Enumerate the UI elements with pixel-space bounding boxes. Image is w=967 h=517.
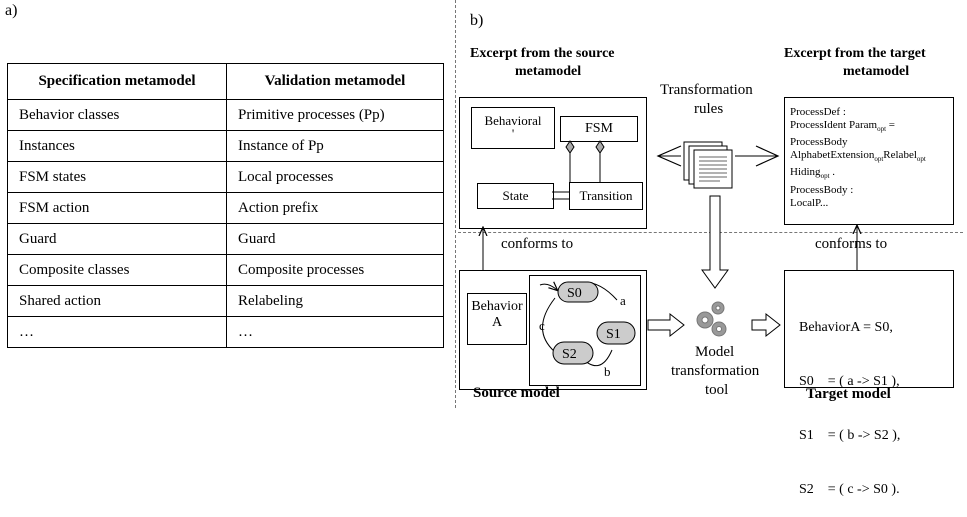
header-spec: Specification metamodel <box>7 63 227 100</box>
behavior-box: Behavior A <box>467 293 527 345</box>
behavior-label-2: A <box>491 315 503 330</box>
state-s0 <box>557 281 599 303</box>
source-meta-title-2: metamodel <box>515 64 582 79</box>
grammar-line: ProcessBody : <box>790 183 854 196</box>
table-cell: … <box>7 316 227 348</box>
uml-behavioral-label: Behavioral <box>484 113 542 128</box>
target-model-caption: Target model <box>806 386 891 402</box>
table-cell: Action prefix <box>226 192 444 224</box>
code-line: S0 = ( a -> S1 ), <box>799 374 900 389</box>
code-line: BehaviorA = S0, <box>799 320 893 335</box>
tool-label-1: Model <box>695 344 735 360</box>
table-cell: Relabeling <box>226 285 444 317</box>
aggregation-diamond <box>565 140 575 154</box>
table-cell: Composite processes <box>226 254 444 286</box>
rules-label-2: rules <box>694 101 724 117</box>
code-line: S1 = ( b -> S2 ), <box>799 428 901 443</box>
arrow-tool-to-target <box>751 312 781 338</box>
grammar-line: ProcessDef : <box>790 106 846 118</box>
grammar-line: ProcessIdent Paramopt = <box>790 119 895 134</box>
state-s1-label: S1 <box>606 327 621 342</box>
source-model-caption: Source model <box>473 385 560 401</box>
table-cell: FSM states <box>7 161 227 193</box>
table-cell: Guard <box>7 223 227 255</box>
state-s1 <box>596 321 636 345</box>
table-cell: Guard <box>226 223 444 255</box>
diagram-graphics: S0 S1 S2 a b c <box>0 140 967 379</box>
behavior-label-1: Behavior <box>471 299 523 314</box>
panel-divider <box>455 0 456 408</box>
initial-transition <box>539 284 557 290</box>
header-valid: Validation metamodel <box>226 63 444 100</box>
table-cell: Local processes <box>226 161 444 193</box>
transition-a-label: a <box>620 293 626 308</box>
rules-document-icon <box>683 141 733 189</box>
fsm-diagram: S0 S1 S2 a b c <box>539 281 636 379</box>
table-cell: … <box>226 316 444 348</box>
table-cell: Primitive processes (Pp) <box>226 99 444 131</box>
target-metamodel-box: ProcessDef : ProcessIdent Paramopt = Pro… <box>784 97 954 225</box>
uml-class-state: State <box>477 183 554 209</box>
grammar-line: AlphabetExtensionoptRelabelopt <box>790 149 926 164</box>
conforms-right: conforms to <box>815 236 888 252</box>
code-line: S2 = ( c -> S0 ). <box>799 482 900 497</box>
grammar-line: ProcessBody <box>790 136 848 149</box>
transition-c-edge <box>542 297 556 353</box>
panel-b-label: b) <box>470 12 484 29</box>
arrow-rules-to-tool <box>701 195 729 289</box>
state-s0-label: S0 <box>567 286 582 301</box>
table-header-row: Specification metamodel Validation metam… <box>7 63 444 100</box>
gears-icon <box>696 301 727 337</box>
mapping-table: Specification metamodel Validation metam… <box>7 63 444 348</box>
panel-a-label: a) <box>5 2 18 19</box>
table-row: …… <box>7 316 444 348</box>
uml-behavioral-tail: ' <box>511 126 515 141</box>
arrow-source-to-tool <box>647 312 685 338</box>
uml-class-fsm: FSM <box>560 116 638 142</box>
transition-c-label: c <box>539 318 545 333</box>
source-meta-title-1: Excerpt from the source <box>470 46 615 61</box>
uml-class-transition: Transition <box>569 182 643 210</box>
transition-b-label: b <box>604 364 611 379</box>
grammar-line: LocalP... <box>790 196 829 209</box>
tool-label-3: tool <box>705 382 729 398</box>
table-cell: Behavior classes <box>7 99 227 131</box>
rules-label-1: Transformation <box>660 82 753 98</box>
aggregation-diamond <box>595 140 605 154</box>
target-meta-title-2: metamodel <box>843 64 910 79</box>
target-meta-title-1: Excerpt from the target <box>784 46 926 61</box>
conforms-left: conforms to <box>501 236 574 252</box>
uml-class-behavioral: Behavioral ' <box>471 107 555 149</box>
tool-label-2: transformation <box>671 363 760 379</box>
state-s2 <box>552 341 594 365</box>
state-s2-label: S2 <box>562 347 577 362</box>
grammar-line: Hidingopt . <box>790 166 836 181</box>
